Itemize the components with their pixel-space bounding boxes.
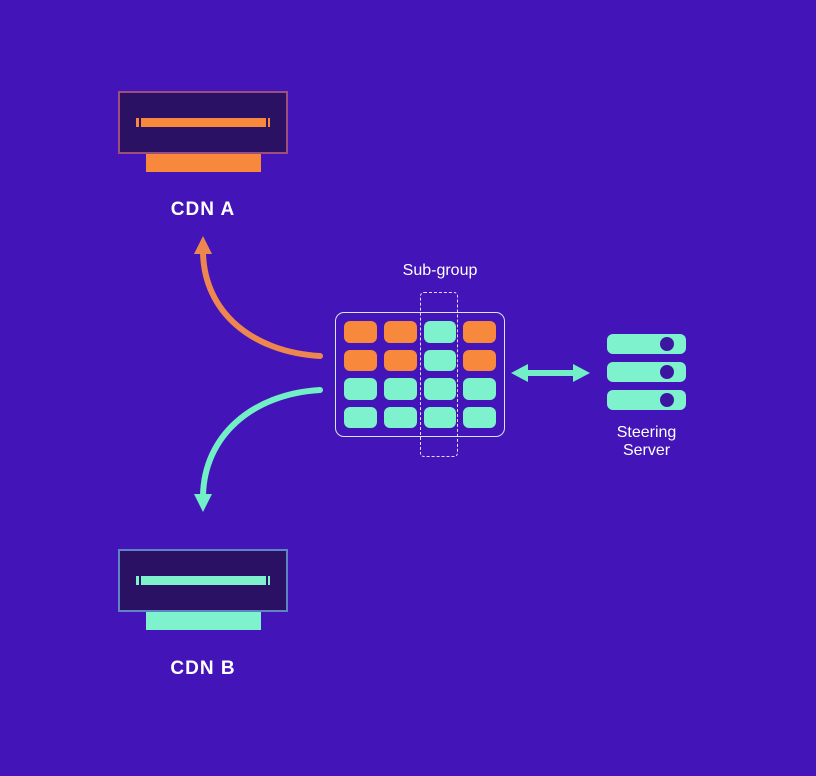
cdn-b-bar bbox=[136, 576, 270, 585]
grid-cell bbox=[423, 349, 457, 371]
cdn-a-bar bbox=[136, 118, 270, 127]
grid-cell bbox=[344, 321, 377, 343]
grid-cell bbox=[344, 406, 377, 428]
cdn-b-server-icon bbox=[118, 549, 288, 612]
arrowhead-right-icon bbox=[573, 364, 590, 382]
subgroup-outline bbox=[420, 292, 458, 457]
cdn-a-label: CDN A bbox=[170, 199, 236, 220]
cdn-b-label: CDN B bbox=[170, 658, 236, 679]
grid-cell bbox=[383, 406, 417, 428]
grid-cell bbox=[463, 378, 496, 400]
double-arrow-grid-server bbox=[511, 364, 590, 382]
grid-cell bbox=[463, 349, 496, 371]
grid-cell bbox=[463, 321, 496, 343]
grid-cell bbox=[383, 349, 417, 371]
grid-cell bbox=[423, 378, 457, 400]
bar-icon bbox=[141, 576, 266, 585]
subgroup-label: Sub-group bbox=[402, 262, 478, 279]
cdn-b-base bbox=[146, 612, 261, 630]
server-rack-icon bbox=[607, 334, 686, 354]
bar-tick-icon bbox=[136, 576, 139, 585]
server-rack-icon bbox=[607, 390, 686, 410]
grid-cell bbox=[423, 321, 457, 343]
cdn-a-base bbox=[146, 154, 261, 172]
grid-cell bbox=[383, 378, 417, 400]
bar-tick-icon bbox=[136, 118, 139, 127]
server-rack-icon bbox=[607, 362, 686, 382]
grid-cell bbox=[423, 406, 457, 428]
grid-cell bbox=[463, 406, 496, 428]
steering-server-label-line1: Steering bbox=[616, 424, 677, 441]
bar-tick-icon bbox=[268, 118, 270, 127]
server-led-icon bbox=[660, 393, 674, 407]
server-led-icon bbox=[660, 337, 674, 351]
arrowhead-left-icon bbox=[511, 364, 528, 382]
arrowhead-up-icon bbox=[194, 236, 212, 254]
arrow-to-cdn-a bbox=[194, 236, 323, 359]
cdn-a-server-icon bbox=[118, 91, 288, 154]
arrowhead-down-icon bbox=[194, 494, 212, 512]
bar-tick-icon bbox=[268, 576, 270, 585]
grid-cell bbox=[383, 321, 417, 343]
arrow-to-cdn-b bbox=[194, 387, 323, 512]
steering-server-label: Steering Server bbox=[586, 424, 707, 460]
steering-server-label-line2: Server bbox=[622, 442, 671, 459]
grid-cell bbox=[344, 378, 377, 400]
server-led-icon bbox=[660, 365, 674, 379]
bar-icon bbox=[141, 118, 266, 127]
grid-cell bbox=[344, 349, 377, 371]
